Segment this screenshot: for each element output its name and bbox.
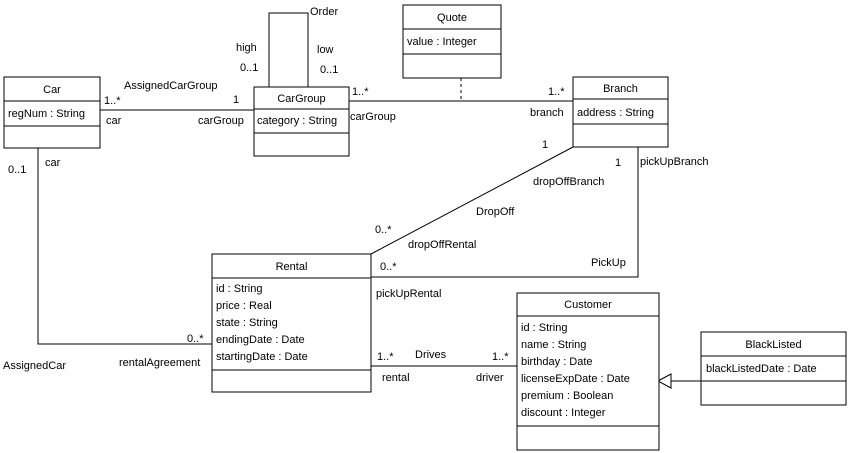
generalization-arrowhead (656, 373, 672, 389)
attribute: state : String (216, 317, 278, 329)
attribute: category : String (257, 115, 337, 127)
class-name: Rental (276, 261, 308, 273)
association-name: AssignedCarGroup (124, 80, 218, 92)
class-blacklisted[interactable]: BlackListed blackListedDate : Date (700, 331, 847, 406)
class-name: CarGroup (277, 93, 325, 105)
attribute: blackListedDate : Date (706, 363, 817, 375)
multiplicity: 1..* (352, 86, 369, 98)
association-name: Drives (415, 349, 447, 361)
attribute: price : Real (216, 300, 272, 312)
association-name: AssignedCar (3, 360, 66, 372)
role-name: carGroup (198, 115, 244, 127)
assigned-car-line (37, 148, 212, 345)
attribute: birthday : Date (521, 356, 593, 368)
multiplicity: 0..* (375, 224, 392, 236)
role-name: car (106, 115, 122, 127)
association-name: PickUp (591, 257, 626, 269)
role-name: high (236, 42, 257, 54)
multiplicity: 1 (233, 94, 239, 106)
role-name: branch (530, 107, 564, 119)
dropoff-line (370, 146, 574, 255)
attribute: regNum : String (8, 108, 85, 120)
role-name: carGroup (350, 111, 396, 123)
attribute: endingDate : Date (216, 334, 305, 346)
class-name: BlackListed (745, 339, 801, 351)
class-name: Branch (603, 83, 638, 95)
class-quote[interactable]: Quote value : Integer (402, 4, 502, 79)
role-name: dropOffRental (408, 239, 476, 251)
multiplicity: 1 (615, 157, 621, 169)
attribute: premium : Boolean (521, 390, 613, 402)
multiplicity: 0..* (187, 333, 204, 345)
role-name: pickUpBranch (640, 156, 708, 168)
attribute: id : String (521, 322, 567, 334)
multiplicity: 1..* (492, 351, 509, 363)
multiplicity: 0..1 (8, 164, 26, 176)
multiplicity: 1 (542, 139, 548, 151)
multiplicity: 1..* (104, 95, 121, 107)
class-name: Quote (437, 12, 467, 24)
class-rental[interactable]: Rental id : String price : Real state : … (211, 253, 372, 393)
attribute: address : String (577, 107, 654, 119)
multiplicity: 1..* (548, 86, 565, 98)
class-name: Customer (564, 299, 612, 311)
multiplicity: 0..* (380, 261, 397, 273)
attribute: name : String (521, 339, 586, 351)
class-branch[interactable]: Branch address : String (572, 76, 669, 148)
role-name: car (45, 157, 61, 169)
multiplicity: 0..1 (240, 62, 258, 74)
attribute: discount : Integer (521, 407, 606, 419)
role-name: pickUpRental (376, 288, 441, 300)
role-name: rental (382, 372, 410, 384)
association-name: Order (310, 6, 338, 18)
class-cargroup[interactable]: CarGroup category : String (253, 86, 350, 157)
attribute: startingDate : Date (216, 351, 308, 363)
role-name: rentalAgreement (119, 357, 200, 369)
class-car[interactable]: Car regNum : String (3, 76, 101, 149)
association-name: DropOff (476, 206, 515, 218)
order-self-line (268, 12, 309, 87)
multiplicity: 0..1 (320, 64, 338, 76)
multiplicity: 1..* (377, 351, 394, 363)
pickup-line (371, 147, 639, 278)
class-customer[interactable]: Customer id : String name : String birth… (516, 292, 660, 451)
class-name: Car (43, 84, 61, 96)
role-name: low (317, 44, 334, 56)
role-name: driver (476, 372, 504, 384)
role-name: dropOffBranch (533, 176, 604, 188)
attribute: value : Integer (407, 36, 477, 48)
attribute: licenseExpDate : Date (521, 373, 630, 385)
attribute: id : String (216, 283, 262, 295)
